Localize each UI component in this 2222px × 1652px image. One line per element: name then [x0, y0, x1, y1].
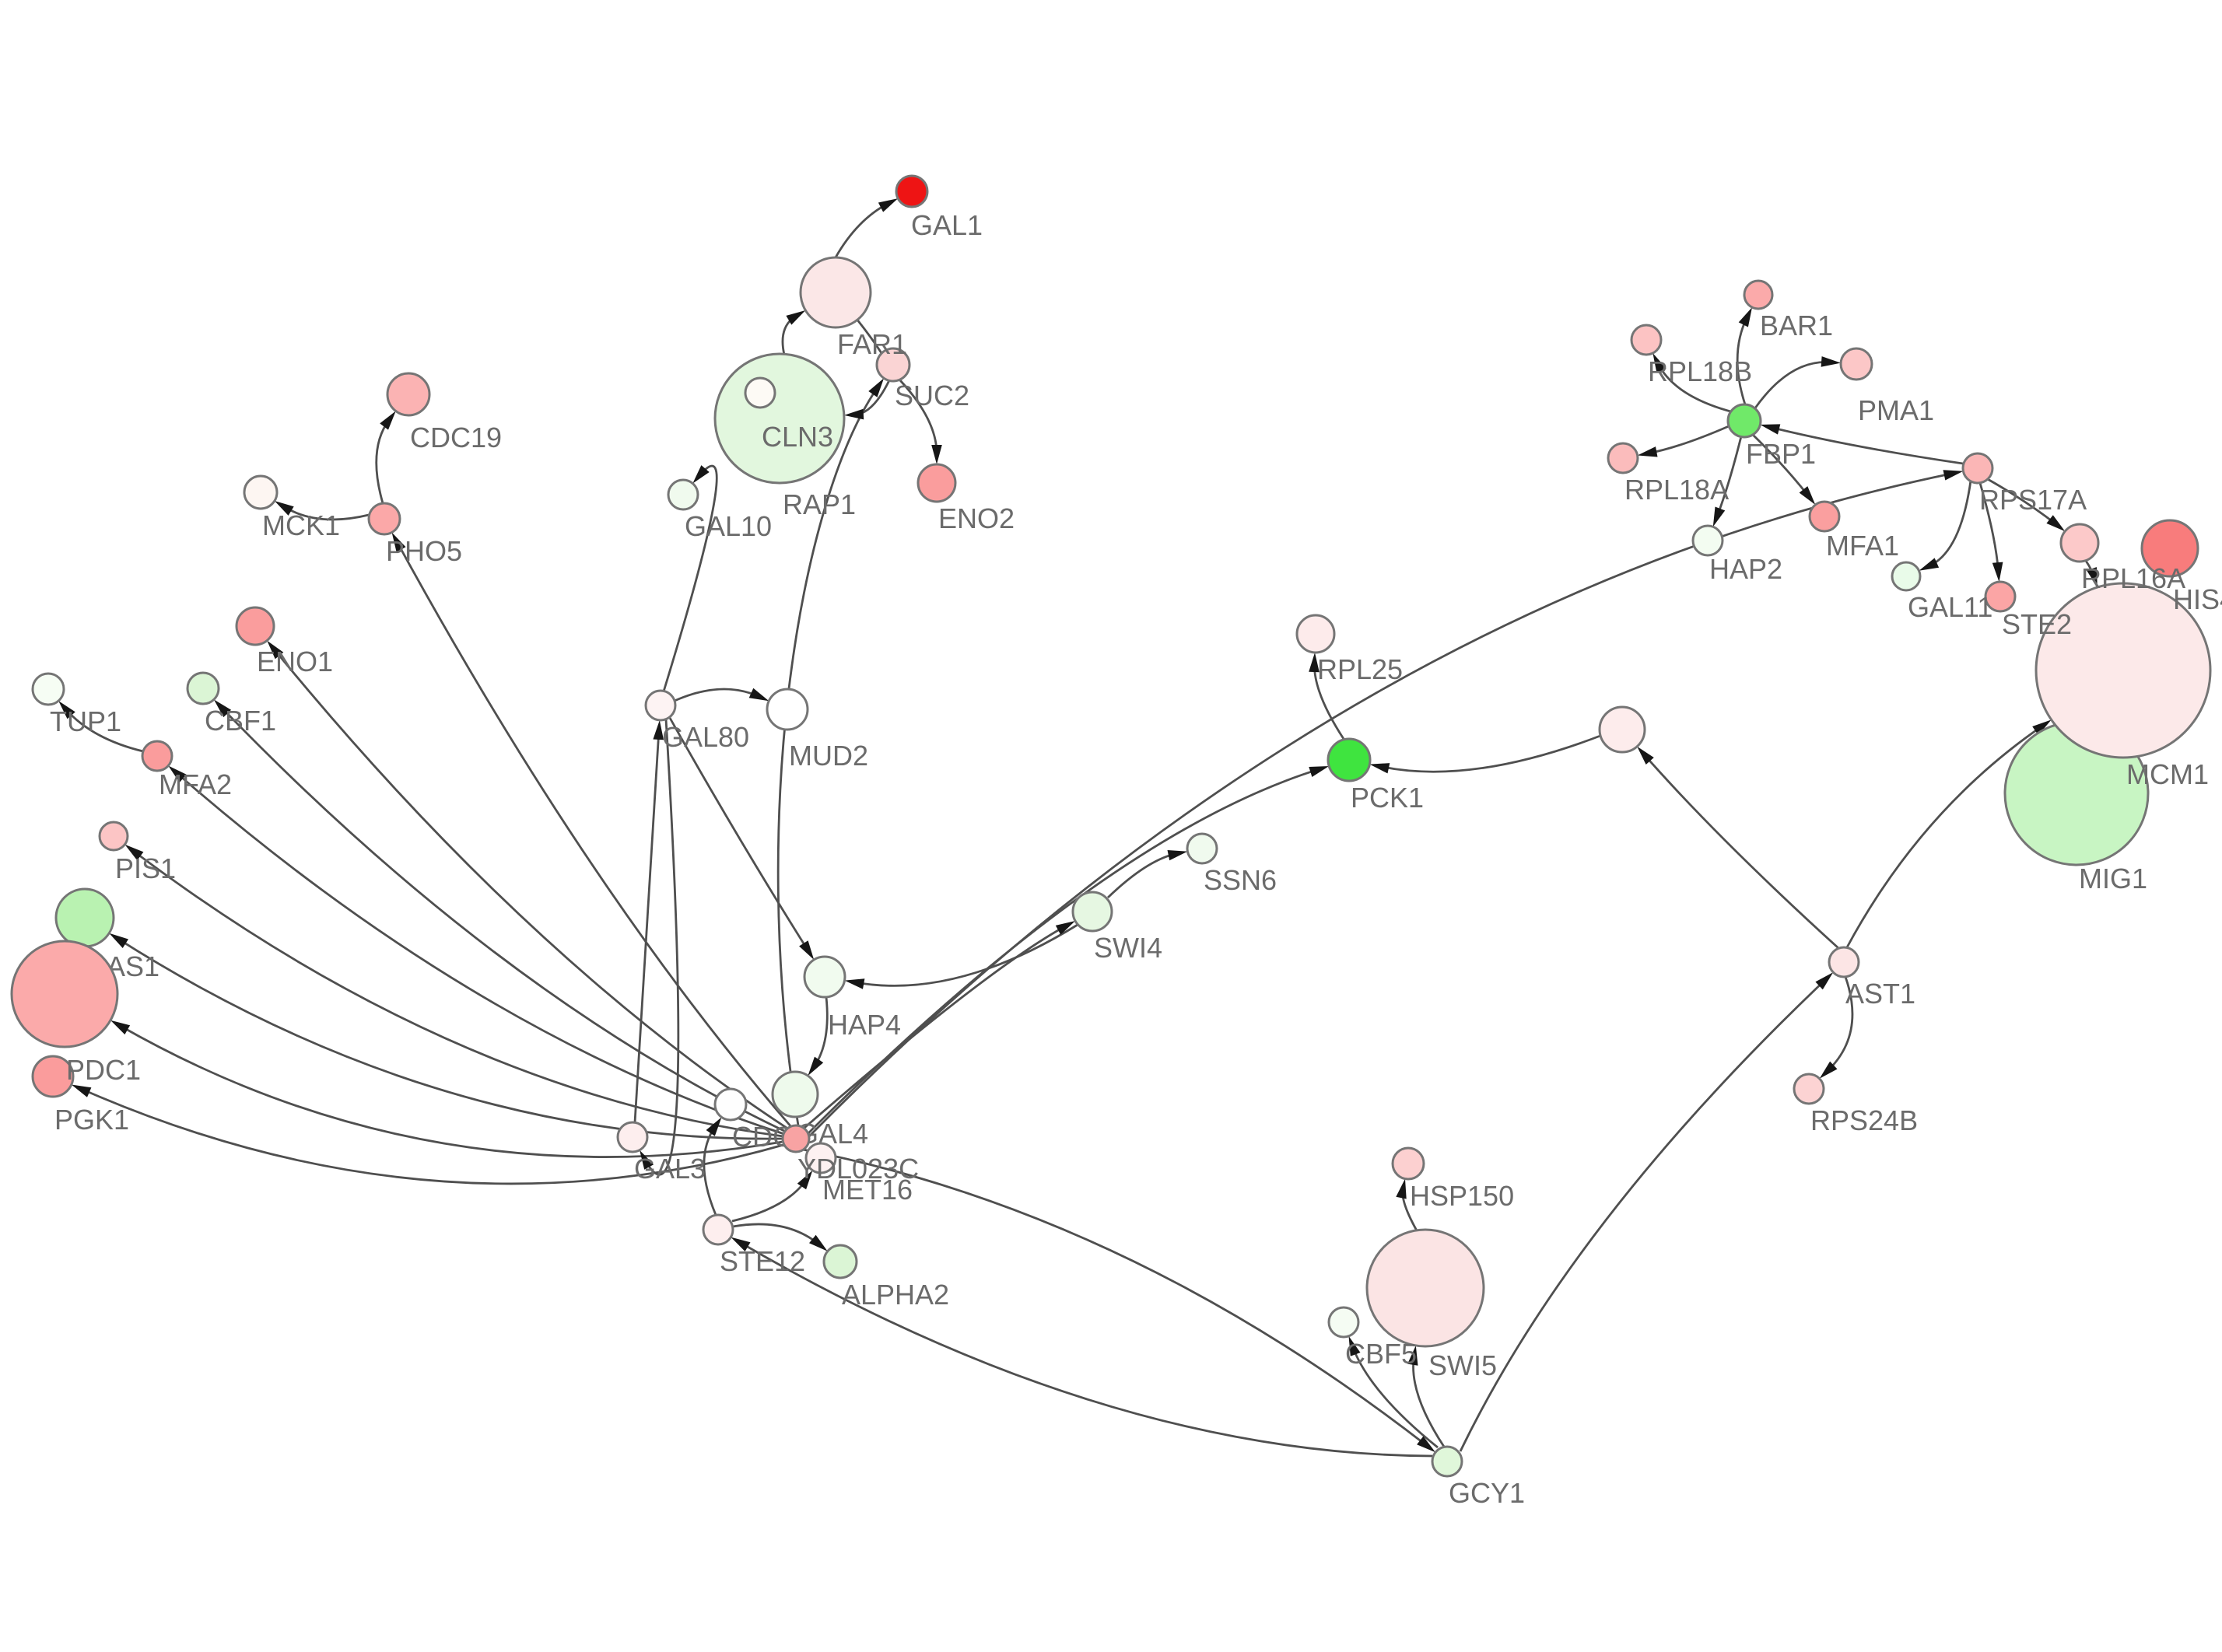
- svg-text:AST1: AST1: [1845, 978, 1915, 1010]
- svg-text:FAR1: FAR1: [837, 328, 907, 360]
- svg-text:ENO1: ENO1: [257, 646, 333, 677]
- svg-text:PHO5: PHO5: [386, 535, 462, 567]
- svg-text:RPL18A: RPL18A: [1624, 474, 1729, 506]
- svg-text:MCM1: MCM1: [2126, 758, 2209, 790]
- svg-text:HAP4: HAP4: [828, 1009, 901, 1041]
- svg-text:MCK1: MCK1: [262, 509, 340, 541]
- svg-text:SSN6: SSN6: [1204, 864, 1277, 896]
- svg-text:RPS24B: RPS24B: [1810, 1104, 1918, 1136]
- svg-text:GCY1: GCY1: [1449, 1477, 1525, 1509]
- svg-text:PIS1: PIS1: [115, 852, 176, 884]
- svg-text:RPL25: RPL25: [1317, 653, 1403, 685]
- svg-text:ALPHA2: ALPHA2: [842, 1279, 949, 1311]
- svg-text:PGK1: PGK1: [54, 1104, 129, 1136]
- svg-text:CLN3: CLN3: [762, 421, 833, 453]
- svg-text:HAP2: HAP2: [1709, 553, 1782, 585]
- svg-text:GAL1: GAL1: [911, 209, 983, 241]
- svg-text:ENO2: ENO2: [938, 502, 1015, 534]
- svg-text:GAL3: GAL3: [634, 1153, 706, 1185]
- svg-text:SWI4: SWI4: [1094, 932, 1162, 964]
- svg-text:FBP1: FBP1: [1746, 438, 1816, 470]
- svg-text:RPL16A: RPL16A: [2081, 562, 2185, 594]
- svg-text:STE2: STE2: [2002, 608, 2072, 640]
- svg-text:PCK1: PCK1: [1351, 782, 1424, 814]
- svg-text:MUD2: MUD2: [789, 740, 868, 772]
- svg-text:GAL10: GAL10: [685, 510, 772, 542]
- svg-text:RPS17A: RPS17A: [1979, 484, 2087, 516]
- svg-text:SUC2: SUC2: [895, 380, 969, 411]
- svg-text:PDC1: PDC1: [66, 1054, 141, 1086]
- svg-text:HIS4: HIS4: [2173, 583, 2222, 615]
- svg-text:MFA2: MFA2: [159, 768, 232, 800]
- svg-text:CBF1: CBF1: [205, 705, 276, 737]
- svg-text:MFA1: MFA1: [1826, 530, 1899, 562]
- svg-text:PMA1: PMA1: [1858, 394, 1934, 426]
- svg-text:BAR1: BAR1: [1760, 310, 1833, 341]
- svg-text:CDC19: CDC19: [410, 422, 502, 453]
- svg-text:MET16: MET16: [822, 1174, 913, 1206]
- svg-text:TUP1: TUP1: [50, 705, 121, 737]
- svg-text:GAL11: GAL11: [1908, 591, 1992, 623]
- svg-text:HSP150: HSP150: [1410, 1180, 1514, 1212]
- svg-text:RPL18B: RPL18B: [1648, 355, 1752, 387]
- svg-text:YDL023C: YDL023C: [797, 1153, 919, 1185]
- svg-text:STE12: STE12: [720, 1245, 805, 1277]
- svg-text:CBF5: CBF5: [1345, 1338, 1417, 1370]
- svg-text:SWI5: SWI5: [1428, 1349, 1497, 1381]
- svg-text:RAP1: RAP1: [783, 488, 856, 520]
- svg-text:GAL80: GAL80: [662, 721, 749, 753]
- svg-text:MIG1: MIG1: [2079, 863, 2147, 894]
